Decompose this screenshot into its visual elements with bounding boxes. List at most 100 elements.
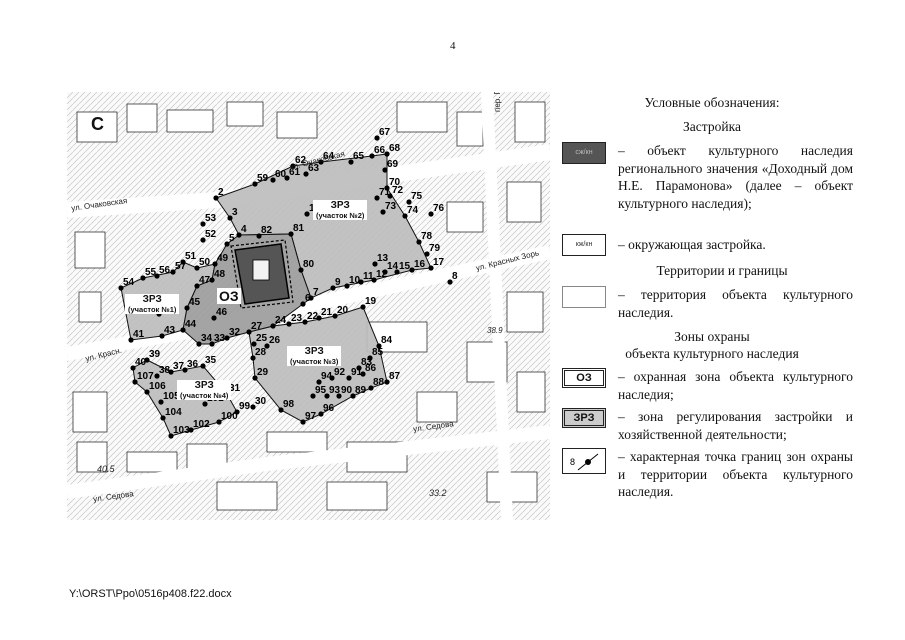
- characteristic-point: [278, 407, 284, 413]
- characteristic-point: [300, 419, 306, 425]
- characteristic-point-label: 84: [381, 335, 393, 346]
- characteristic-point-label: 57: [175, 261, 187, 272]
- characteristic-point: [324, 393, 330, 399]
- legend-section-territories: Территории и границы: [656, 263, 788, 278]
- zone-label-zrz-1: ЗРЗ(участок №1): [125, 294, 180, 315]
- characteristic-point-label: 105: [163, 391, 180, 402]
- characteristic-point: [286, 321, 292, 327]
- characteristic-point: [216, 419, 222, 425]
- characteristic-point: [356, 365, 362, 371]
- characteristic-point-label: 3: [232, 207, 238, 218]
- characteristic-point-label: 72: [392, 185, 404, 196]
- characteristic-point-label: 88: [373, 377, 385, 388]
- characteristic-point-label: 15: [399, 261, 411, 272]
- characteristic-point: [372, 261, 378, 267]
- characteristic-point: [236, 232, 242, 238]
- swatch-surround: кж/кн: [562, 234, 606, 256]
- characteristic-point: [200, 363, 206, 369]
- characteristic-point-label: 54: [123, 277, 135, 288]
- characteristic-point: [188, 427, 194, 433]
- characteristic-point: [382, 269, 388, 275]
- characteristic-point: [344, 283, 350, 289]
- surrounding-building: [276, 111, 318, 139]
- characteristic-point: [209, 277, 215, 283]
- characteristic-point-label: 70: [389, 177, 401, 188]
- legend-text-surround: – окружающая застройка.: [618, 237, 766, 252]
- characteristic-point: [290, 163, 296, 169]
- characteristic-point: [144, 357, 150, 363]
- surrounding-building: [326, 481, 388, 511]
- north-arrow-label: С: [91, 114, 104, 134]
- characteristic-point-label: 67: [379, 127, 391, 138]
- characteristic-point-label: 63: [308, 163, 320, 174]
- swatch-heritage: сж/кн: [562, 142, 606, 164]
- characteristic-point: [170, 269, 176, 275]
- street-gogolevskiy: [481, 92, 513, 520]
- characteristic-point-label: 49: [217, 253, 229, 264]
- characteristic-point: [227, 215, 233, 221]
- surrounding-building: [216, 481, 278, 511]
- characteristic-point-label: 86: [365, 363, 377, 374]
- characteristic-point: [360, 371, 366, 377]
- characteristic-point: [250, 404, 256, 410]
- characteristic-point-label: 98: [283, 399, 295, 410]
- characteristic-point-label: 45: [189, 297, 201, 308]
- characteristic-point-label: 95: [315, 385, 327, 396]
- characteristic-point: [182, 367, 188, 373]
- characteristic-point: [308, 295, 314, 301]
- characteristic-point-label: 36: [187, 359, 199, 370]
- characteristic-point-label: 87: [389, 371, 401, 382]
- characteristic-point-label: 29: [257, 367, 269, 378]
- characteristic-point-label: 30: [255, 396, 267, 407]
- characteristic-point: [424, 251, 430, 257]
- characteristic-point: [318, 159, 324, 165]
- characteristic-point: [224, 335, 230, 341]
- characteristic-point-label: 7: [313, 287, 319, 298]
- characteristic-point-label: 56: [159, 265, 171, 276]
- characteristic-point-label: 26: [269, 335, 281, 346]
- surrounding-building: [506, 291, 544, 333]
- characteristic-point-label: 31: [229, 383, 241, 394]
- characteristic-point: [384, 185, 390, 191]
- characteristic-point: [130, 365, 136, 371]
- characteristic-point: [447, 279, 453, 285]
- characteristic-point-label: 64: [323, 151, 335, 162]
- surrounding-building: [226, 101, 264, 127]
- characteristic-point-label: 37: [173, 361, 185, 372]
- swatch-territory: [562, 286, 606, 308]
- characteristic-point-label: 59: [257, 173, 269, 184]
- characteristic-point-label: 89: [355, 385, 367, 396]
- characteristic-point: [374, 195, 380, 201]
- surrounding-building: [514, 101, 546, 143]
- characteristic-point-label: 79: [429, 243, 441, 254]
- characteristic-point-label: 35: [205, 355, 217, 366]
- surrounding-building: [506, 181, 542, 223]
- characteristic-point: [374, 135, 380, 141]
- characteristic-point: [200, 237, 206, 243]
- characteristic-point-label: 74: [407, 205, 419, 216]
- characteristic-point-label: 16: [414, 259, 426, 270]
- characteristic-point-label: 2: [218, 187, 224, 198]
- zone-label-oz: ОЗ: [217, 288, 241, 304]
- characteristic-point: [348, 159, 354, 165]
- characteristic-point: [406, 199, 412, 205]
- characteristic-point: [213, 195, 219, 201]
- characteristic-point: [252, 181, 258, 187]
- characteristic-point: [316, 379, 322, 385]
- characteristic-point-label: 17: [433, 257, 445, 268]
- surrounding-building: [456, 111, 484, 147]
- characteristic-point: [256, 233, 262, 239]
- heritage-courtyard: [252, 259, 270, 281]
- characteristic-point-label: 71: [379, 187, 391, 198]
- characteristic-point: [270, 323, 276, 329]
- characteristic-point-label: 55: [145, 267, 157, 278]
- characteristic-point-label: 24: [275, 315, 287, 326]
- characteristic-point: [158, 399, 164, 405]
- characteristic-point: [160, 415, 166, 421]
- characteristic-point-label: 40: [135, 357, 147, 368]
- characteristic-point: [358, 279, 364, 285]
- characteristic-point: [168, 433, 174, 439]
- zone-label-zrz-3: ЗРЗ(участок №3): [287, 346, 342, 367]
- characteristic-point-label: 99: [239, 401, 251, 412]
- legend-section-zones-2: объекта культурного наследия: [625, 346, 799, 361]
